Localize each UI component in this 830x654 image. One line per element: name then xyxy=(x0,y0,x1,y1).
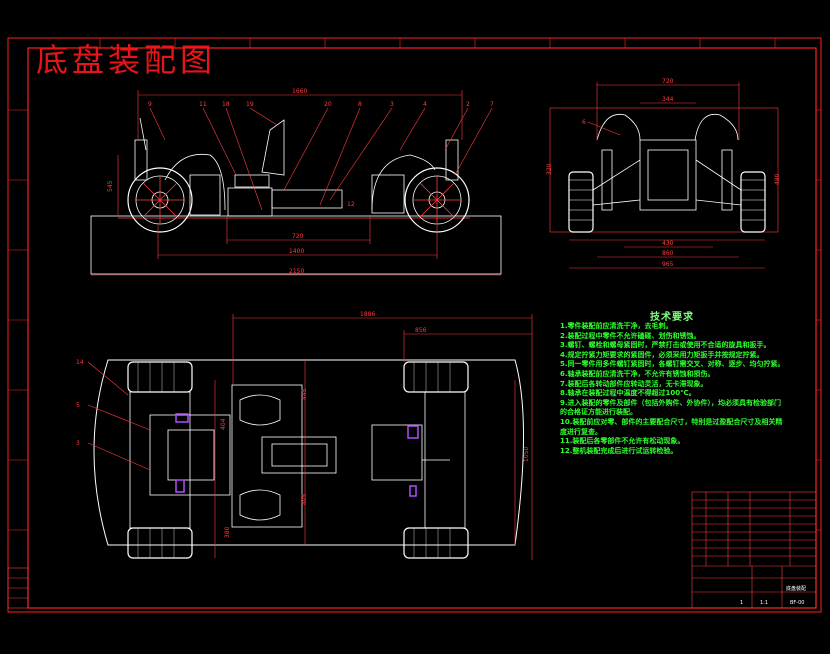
requirement-item: 3.螺钉、螺栓和螺母紧固时，严禁打击或使用不合适的旋具和扳手。 xyxy=(560,341,771,350)
balloon-6: 6 xyxy=(582,119,586,126)
tech-requirements-list: 1.零件装配前应清洗干净，去毛刺。 2.装配过程中零件不允许磕碰、划伤和锈蚀。 … xyxy=(560,322,815,456)
highlight-parts xyxy=(175,413,419,497)
drawing-title: 底盘装配图 xyxy=(36,41,217,79)
balloon-14: 14 xyxy=(76,359,84,366)
requirement-item: 5.同一零件用多件螺钉紧固时，各螺钉需交叉、对称、逐步、均匀拧紧。 xyxy=(560,360,785,369)
front-view-dims xyxy=(569,82,765,269)
dim-front-3: 320 xyxy=(546,163,553,175)
balloon-3b: 3 xyxy=(76,440,80,447)
balloon-20: 20 xyxy=(324,101,332,108)
plan-view xyxy=(93,359,524,559)
title-block-sheets: 1 xyxy=(740,600,743,606)
dim-side-1: 1660 xyxy=(292,88,307,95)
dim-plan-1: 1886 xyxy=(360,311,375,318)
side-view-dims xyxy=(91,90,501,276)
side-view-dim-text: 1660 545 720 1400 2150 9 11 18 19 20 8 3… xyxy=(107,88,494,275)
requirement-item: 4.规定拧紧力矩要求的紧固件，必须采用力矩扳手并按规定拧紧。 xyxy=(560,350,764,359)
inner-frame xyxy=(27,47,817,609)
requirement-item: 2.装配过程中零件不允许磕碰、划伤和锈蚀。 xyxy=(560,331,701,340)
tech-requirements-title: 技术要求 xyxy=(650,312,694,323)
plan-view-dim-text: 1886 856 404 445 405 380 1050 14 5 3 xyxy=(76,311,530,538)
balloon-18: 18 xyxy=(222,101,230,108)
outer-frame xyxy=(7,37,822,613)
dim-front-4: 480 xyxy=(774,173,781,185)
requirement-item: 9.进入装配的零件及部件（包括外购件、外协件），均必须具有检验部门 xyxy=(560,398,782,407)
dim-plan-6: 380 xyxy=(224,526,231,538)
balloon-11: 11 xyxy=(199,101,207,108)
title-block-text: 底盘装配 BF-00 1:1 1 xyxy=(740,585,806,606)
dim-front-5: 430 xyxy=(662,240,674,247)
side-view xyxy=(90,117,502,275)
front-view xyxy=(549,107,779,233)
balloon-8: 8 xyxy=(358,101,362,108)
dim-side-5: 2150 xyxy=(289,268,304,275)
title-block-code: BF-00 xyxy=(790,600,804,606)
requirement-item: 11.装配后各零部件不允许有松动现象。 xyxy=(560,437,685,446)
balloon-5: 5 xyxy=(76,402,80,409)
dim-plan-4: 445 xyxy=(301,388,308,400)
front-view-dim-text: 720 344 320 480 430 860 965 6 xyxy=(546,78,781,268)
dim-side-3: 720 xyxy=(292,233,304,240)
balloon-7: 7 xyxy=(490,101,494,108)
requirement-item: 1.零件装配前应清洗干净，去毛刺。 xyxy=(560,322,673,330)
requirement-item: 6.轴承装配前应清洗干净，不允许有锈蚀和损伤。 xyxy=(560,369,715,378)
requirement-item: 7.装配后各转动部件应转动灵活，无卡滞现象。 xyxy=(560,379,708,388)
dim-plan-2: 856 xyxy=(415,327,427,334)
dim-side-2: 545 xyxy=(107,180,114,192)
balloon-4: 4 xyxy=(423,101,427,108)
requirement-item: 度进行复查。 xyxy=(560,427,602,436)
zone-ruler xyxy=(8,38,821,531)
title-block-scale: 1:1 xyxy=(760,600,768,606)
requirement-item: 8.轴承在装配过程中温度不得超过100℃。 xyxy=(560,389,696,398)
dim-plan-5: 405 xyxy=(301,493,308,505)
requirement-item: 12.整机装配完成后进行试运转检验。 xyxy=(560,446,678,455)
title-block-name: 底盘装配 xyxy=(786,585,806,592)
balloon-3: 3 xyxy=(390,101,394,108)
requirement-item: 10.装配前应对零、部件的主要配合尺寸，特别是过盈配合尺寸及相关精 xyxy=(560,417,783,426)
dim-front-7: 965 xyxy=(662,261,674,268)
dim-front-2: 344 xyxy=(662,96,674,103)
balloon-19: 19 xyxy=(246,101,254,108)
balloon-2: 2 xyxy=(466,101,470,108)
dim-plan-3: 404 xyxy=(220,418,227,430)
balloon-9: 9 xyxy=(148,101,152,108)
plan-view-dims xyxy=(87,314,533,560)
balloon-12: 12 xyxy=(347,201,355,208)
dim-front-6: 860 xyxy=(662,250,674,257)
dim-plan-7: 1050 xyxy=(523,447,530,462)
dim-side-4: 1400 xyxy=(289,248,304,255)
title-block xyxy=(7,491,817,609)
requirement-item: 的合格证方能进行装配。 xyxy=(560,408,637,417)
dim-front-1: 720 xyxy=(662,78,674,85)
